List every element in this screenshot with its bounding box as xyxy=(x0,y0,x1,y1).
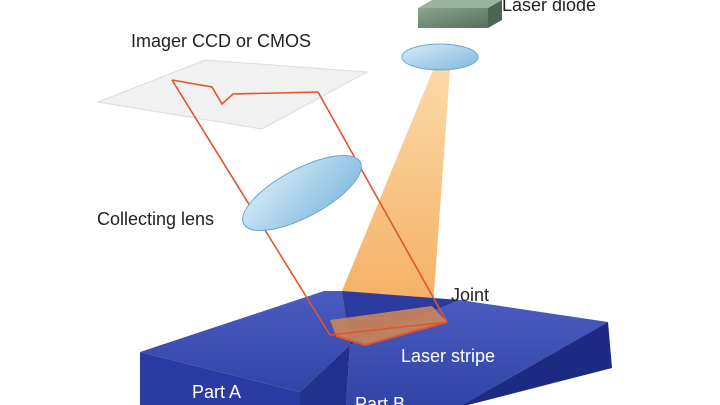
diode-lens xyxy=(401,43,479,71)
part-b-label: Part B xyxy=(355,394,406,405)
laser-diode xyxy=(418,0,502,28)
part-b-side xyxy=(462,322,612,405)
collecting-lens xyxy=(242,154,362,232)
part-a-front xyxy=(140,352,300,405)
laser-stripe xyxy=(330,306,447,345)
joint-groove xyxy=(300,345,350,405)
laser-diode-label: Laser diode xyxy=(502,0,597,15)
part-a-top xyxy=(140,291,350,392)
laser-stripe-line xyxy=(335,321,448,347)
collecting-lens-label: Collecting lens xyxy=(97,209,215,229)
joint-label: Joint xyxy=(451,285,490,305)
laser-beam xyxy=(330,70,450,320)
imager-label: Imager CCD or CMOS xyxy=(131,31,312,51)
part-a-label: Part A xyxy=(192,382,242,402)
laser-stripe-label: Laser stripe xyxy=(401,346,496,366)
